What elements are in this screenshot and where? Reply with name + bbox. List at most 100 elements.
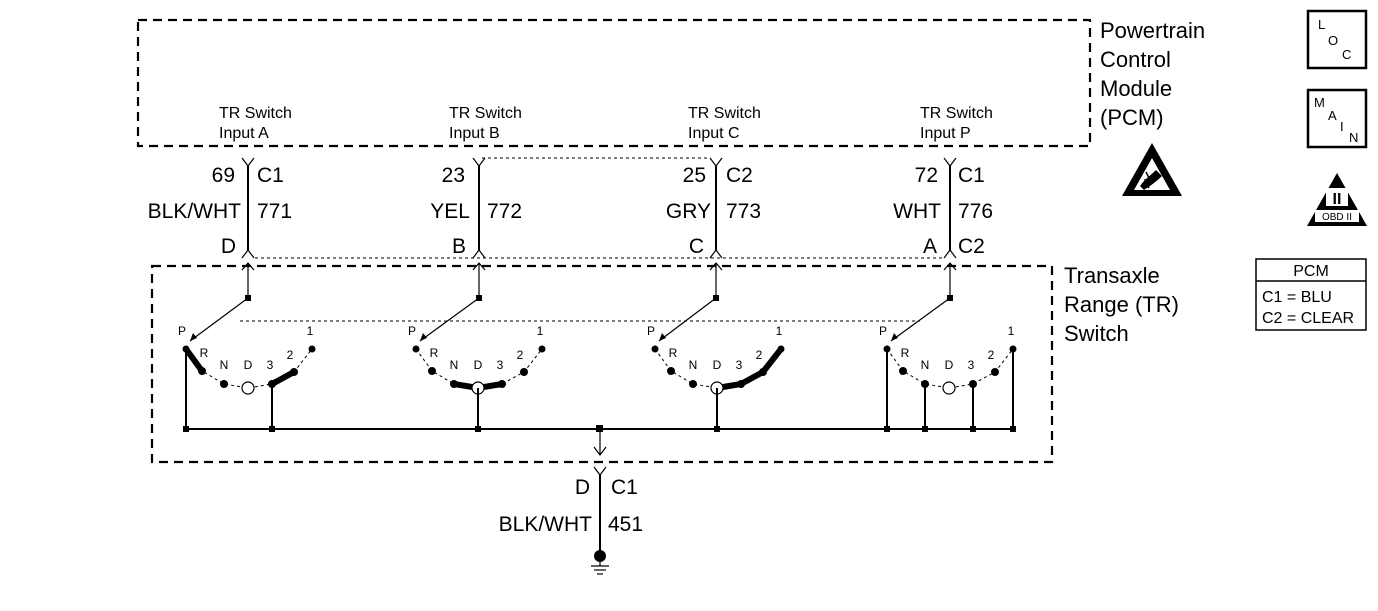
group-c-contact	[689, 380, 697, 388]
group-p-wiper	[890, 297, 951, 342]
svg-text:M: M	[1314, 95, 1325, 110]
group-c-wiper-node	[713, 295, 719, 301]
group-p-contact-d	[942, 381, 956, 395]
group-p-label-D: D	[945, 358, 954, 372]
wire-b-terminal: B	[452, 235, 466, 258]
group-a-shorting-bar	[183, 346, 205, 374]
input-b-label-2: Input B	[449, 125, 500, 142]
svg-text:C: C	[1342, 47, 1351, 62]
group-p-label-2: 2	[988, 348, 995, 362]
group-b-label-N: N	[450, 358, 459, 372]
connector-legend: PCM C1 = BLU C2 = CLEAR	[1255, 258, 1367, 331]
group-b-wiper-node	[476, 295, 482, 301]
group-p-label-P: P	[879, 324, 887, 338]
group-a-label-2: 2	[287, 348, 294, 362]
group-c-label-D: D	[713, 358, 722, 372]
group-c-wiper-arrow	[659, 333, 666, 341]
group-c-contact	[759, 368, 767, 376]
group-c-wiper	[658, 297, 717, 342]
group-b-contact	[412, 345, 420, 353]
wire-c-connector: C2	[726, 164, 753, 187]
svg-text:N: N	[1349, 130, 1358, 145]
pcm-title-1: Powertrain	[1100, 18, 1205, 43]
group-c-label-1: 1	[776, 324, 783, 338]
wire-p-connector: C1	[958, 164, 985, 187]
svg-text:C1 = BLU: C1 = BLU	[1262, 289, 1332, 306]
ground-wire	[591, 429, 609, 575]
pcm-title-3: Module	[1100, 76, 1172, 101]
svg-text:OBD II: OBD II	[1322, 212, 1352, 223]
group-a-wiper-node	[245, 295, 251, 301]
group-c-label-N: N	[689, 358, 698, 372]
tr-title-2: Range (TR)	[1064, 292, 1179, 317]
wire-c-terminal: C	[689, 235, 704, 258]
group-b-wiper	[419, 297, 480, 342]
group-c-contact	[667, 367, 675, 375]
svg-text:I: I	[1340, 119, 1344, 134]
input-a-label-1: TR Switch	[219, 105, 292, 122]
group-a-wiper	[189, 297, 249, 342]
group-b-label-3: 3	[497, 358, 504, 372]
input-c-label-2: Input C	[688, 125, 740, 142]
wire-a-circuit: 771	[257, 200, 292, 223]
group-p-contact	[899, 367, 907, 375]
group-b-wiper-arrow	[420, 333, 427, 341]
wire-c	[709, 157, 723, 298]
wire-c-circuit: 773	[726, 200, 761, 223]
group-a-label-N: N	[220, 358, 229, 372]
wire-p-pin: 72	[915, 164, 938, 187]
group-a-label-R: R	[200, 346, 209, 360]
group-p-label-3: 3	[968, 358, 975, 372]
svg-text:L: L	[1318, 17, 1325, 32]
group-a-contact	[290, 368, 298, 376]
group-p-label-N: N	[921, 358, 930, 372]
group-a-label-D: D	[244, 358, 253, 372]
wire-p-color: WHT	[893, 200, 941, 223]
wire-b	[472, 157, 486, 298]
wire-a-connector: C1	[257, 164, 284, 187]
loc-icon: L O C	[1306, 9, 1368, 70]
group-b-contact	[498, 380, 506, 388]
group-b-contact	[520, 368, 528, 376]
wire-b-pin: 23	[442, 164, 465, 187]
pcm-title-2: Control	[1100, 47, 1171, 72]
group-a-label-3: 3	[267, 358, 274, 372]
group-p-wiper-node	[947, 295, 953, 301]
input-b-label-1: TR Switch	[449, 105, 522, 122]
ground-terminal: D	[575, 476, 590, 499]
wire-b-color: YEL	[430, 200, 470, 223]
input-p-label-1: TR Switch	[920, 105, 993, 122]
input-c-label-1: TR Switch	[688, 105, 761, 122]
wire-c-pin: 25	[683, 164, 706, 187]
group-c-label-2: 2	[756, 348, 763, 362]
group-c-contact	[777, 345, 785, 353]
main-icon: M A I N	[1306, 88, 1368, 149]
obd-ii-icon: II OBD II	[1307, 173, 1367, 226]
group-b-label-2: 2	[517, 348, 524, 362]
ground-connector: C1	[611, 476, 638, 499]
group-a-wiper-arrow	[190, 333, 197, 341]
svg-text:O: O	[1328, 33, 1338, 48]
group-b-label-P: P	[408, 324, 416, 338]
group-c-label-3: 3	[736, 358, 743, 372]
group-c-contact	[651, 345, 659, 353]
wire-p-terminal: A	[923, 235, 937, 258]
group-a-contact	[308, 345, 316, 353]
group-c-shorting-bar	[714, 346, 784, 391]
group-b-label-R: R	[430, 346, 439, 360]
group-a-contact-d	[241, 381, 255, 395]
wire-p-sw-connector: C2	[958, 235, 985, 258]
group-c-label-R: R	[669, 346, 678, 360]
bus-junction	[596, 425, 603, 432]
group-p-contact	[991, 368, 999, 376]
group-a-label-P: P	[178, 324, 186, 338]
group-a-shorting-bar-2	[269, 369, 297, 387]
esd-warning-icon	[1122, 143, 1182, 196]
tr-title-3: Switch	[1064, 321, 1129, 346]
wire-a-pin: 69	[212, 164, 235, 187]
wire-p	[943, 157, 957, 298]
group-p-wiper-arrow	[891, 333, 898, 341]
group-b-contact	[428, 367, 436, 375]
